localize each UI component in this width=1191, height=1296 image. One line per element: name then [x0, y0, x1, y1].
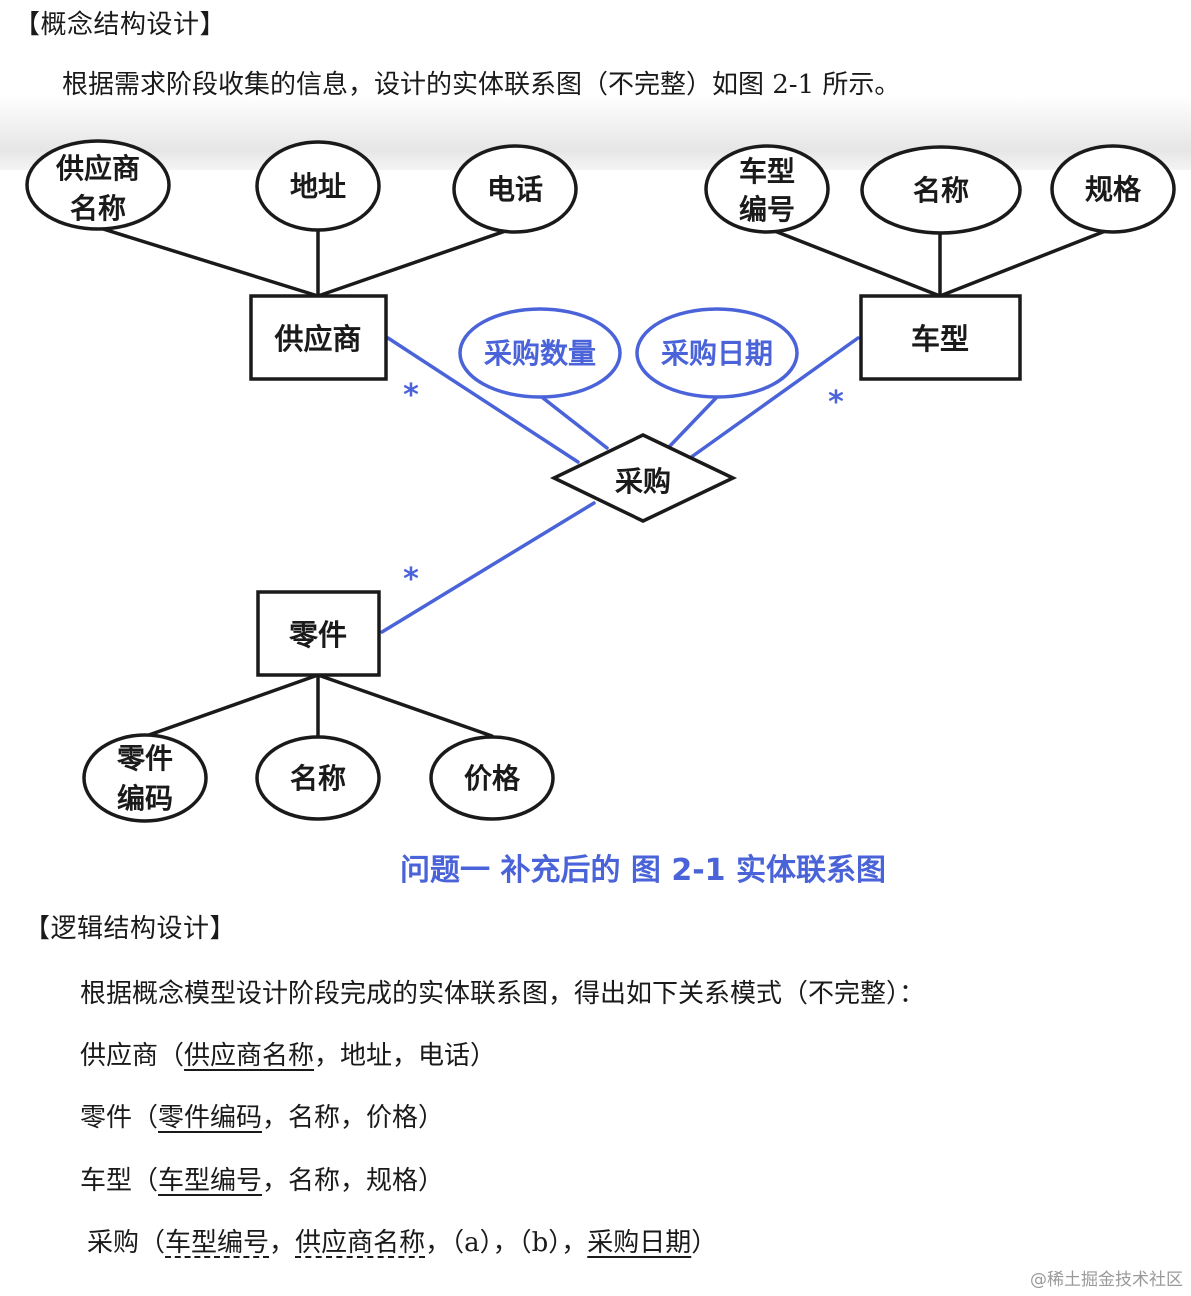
- attr-part-code-line1: 零件: [117, 742, 173, 775]
- conceptual-design-heading: 【概念结构设计】: [14, 10, 227, 40]
- relationship-purchase-label: 采购: [615, 465, 671, 498]
- attr-part-price: 价格: [429, 735, 555, 821]
- schema-open-paren: （: [132, 1166, 159, 1196]
- header-shade: [0, 0, 1191, 170]
- entity-supplier: 供应商: [249, 294, 388, 381]
- cardinality-car-model: *: [828, 385, 844, 420]
- connector-line: [144, 673, 320, 738]
- attr-part-code-line2: 编码: [117, 782, 173, 815]
- attr-purchase-date: 采购日期: [635, 307, 799, 399]
- conceptual-design-intro: 根据需求阶段收集的信息，设计的实体联系图（不完整）如图 2-1 所示。: [62, 70, 901, 100]
- attr-supplier-name-line2: 名称: [70, 192, 126, 225]
- attr-car-model-code-line1: 车型: [739, 155, 795, 188]
- schema-car-model-name: 车型: [80, 1166, 133, 1196]
- schema-purchase-fk-supplier: 供应商名称: [295, 1228, 426, 1258]
- schema-supplier: 供应商（供应商名称，地址，电话）: [80, 1035, 496, 1072]
- schema-part-key: 零件编码: [158, 1103, 263, 1133]
- schema-separator: ，: [269, 1228, 296, 1258]
- cardinality-part: *: [403, 562, 419, 597]
- schema-car-model: 车型（车型编号，名称，规格）: [80, 1160, 444, 1197]
- schema-open-paren: （: [158, 1041, 185, 1071]
- er-diagram: 供应商 车型 零件 采购 供应商 名称 地址 电话 车型 编号: [25, 139, 1176, 823]
- relationship-purchase: 采购: [549, 433, 738, 523]
- schema-supplier-rest: ，地址，电话）: [314, 1041, 497, 1071]
- connector-line: [316, 226, 516, 298]
- schema-car-model-rest: ，名称，规格）: [262, 1166, 445, 1196]
- entity-supplier-label: 供应商: [273, 322, 361, 356]
- schema-purchase: 采购（车型编号，供应商名称，（a），（b），采购日期）: [87, 1222, 717, 1259]
- attr-supplier-address: 地址: [255, 140, 381, 232]
- attr-supplier-phone-label: 电话: [487, 173, 543, 206]
- schema-purchase-blanks: ，（a），（b），: [425, 1228, 588, 1258]
- connector-line: [765, 226, 942, 298]
- schema-supplier-name: 供应商: [80, 1041, 159, 1071]
- schema-close-paren: ）: [691, 1228, 718, 1258]
- schema-car-model-key: 车型编号: [158, 1166, 263, 1196]
- attr-car-model-spec: 规格: [1050, 144, 1176, 234]
- schema-open-paren: （: [132, 1103, 159, 1133]
- attr-part-code: 零件 编码: [82, 733, 208, 823]
- attr-car-model-name: 名称: [860, 145, 1022, 235]
- entity-part-label: 零件: [289, 618, 347, 652]
- watermark: @稀土掘金技术社区: [1030, 1270, 1183, 1290]
- logical-design-heading: 【逻辑结构设计】: [24, 914, 237, 944]
- connector-line: [386, 336, 580, 464]
- schema-purchase-date-key: 采购日期: [587, 1228, 692, 1258]
- connector-line: [666, 396, 718, 450]
- connector-line: [938, 226, 1115, 298]
- attr-car-model-code-line2: 编号: [739, 193, 795, 226]
- attr-car-model-code: 车型 编号: [704, 144, 830, 234]
- connector-line: [688, 336, 860, 460]
- connector-line: [541, 396, 609, 450]
- attr-part-price-label: 价格: [464, 762, 521, 795]
- attr-purchase-date-label: 采购日期: [661, 337, 773, 370]
- attr-purchase-qty: 采购数量: [458, 307, 622, 399]
- attr-part-name-label: 名称: [290, 762, 346, 795]
- entity-car-model-label: 车型: [911, 322, 969, 356]
- schema-purchase-fk-car-model: 车型编号: [165, 1228, 270, 1258]
- attr-purchase-qty-label: 采购数量: [484, 337, 596, 370]
- connector-line: [98, 226, 320, 298]
- schema-part-rest: ，名称，价格）: [262, 1103, 445, 1133]
- schema-open-paren: （: [139, 1228, 166, 1258]
- schema-part-name: 零件: [80, 1103, 133, 1133]
- figure-caption: 问题一 补充后的 图 2-1 实体联系图: [400, 853, 886, 888]
- attr-car-model-spec-label: 规格: [1085, 173, 1142, 206]
- entity-car-model: 车型: [859, 294, 1022, 381]
- attr-supplier-phone: 电话: [452, 144, 578, 234]
- entity-part: 零件: [256, 590, 381, 677]
- attr-car-model-name-label: 名称: [913, 174, 969, 207]
- attr-part-name: 名称: [255, 735, 381, 821]
- schema-supplier-key: 供应商名称: [184, 1041, 315, 1071]
- logical-design-intro: 根据概念模型设计阶段完成的实体联系图，得出如下关系模式（不完整）：: [80, 979, 926, 1009]
- connector-line: [316, 673, 494, 738]
- attr-supplier-address-label: 地址: [290, 170, 346, 203]
- connector-line: [380, 501, 596, 634]
- cardinality-supplier: *: [403, 378, 419, 413]
- attr-supplier-name: 供应商 名称: [25, 139, 171, 231]
- schema-part: 零件（零件编码，名称，价格）: [80, 1097, 444, 1134]
- schema-purchase-name: 采购: [87, 1228, 140, 1258]
- attr-supplier-name-line1: 供应商: [55, 152, 140, 185]
